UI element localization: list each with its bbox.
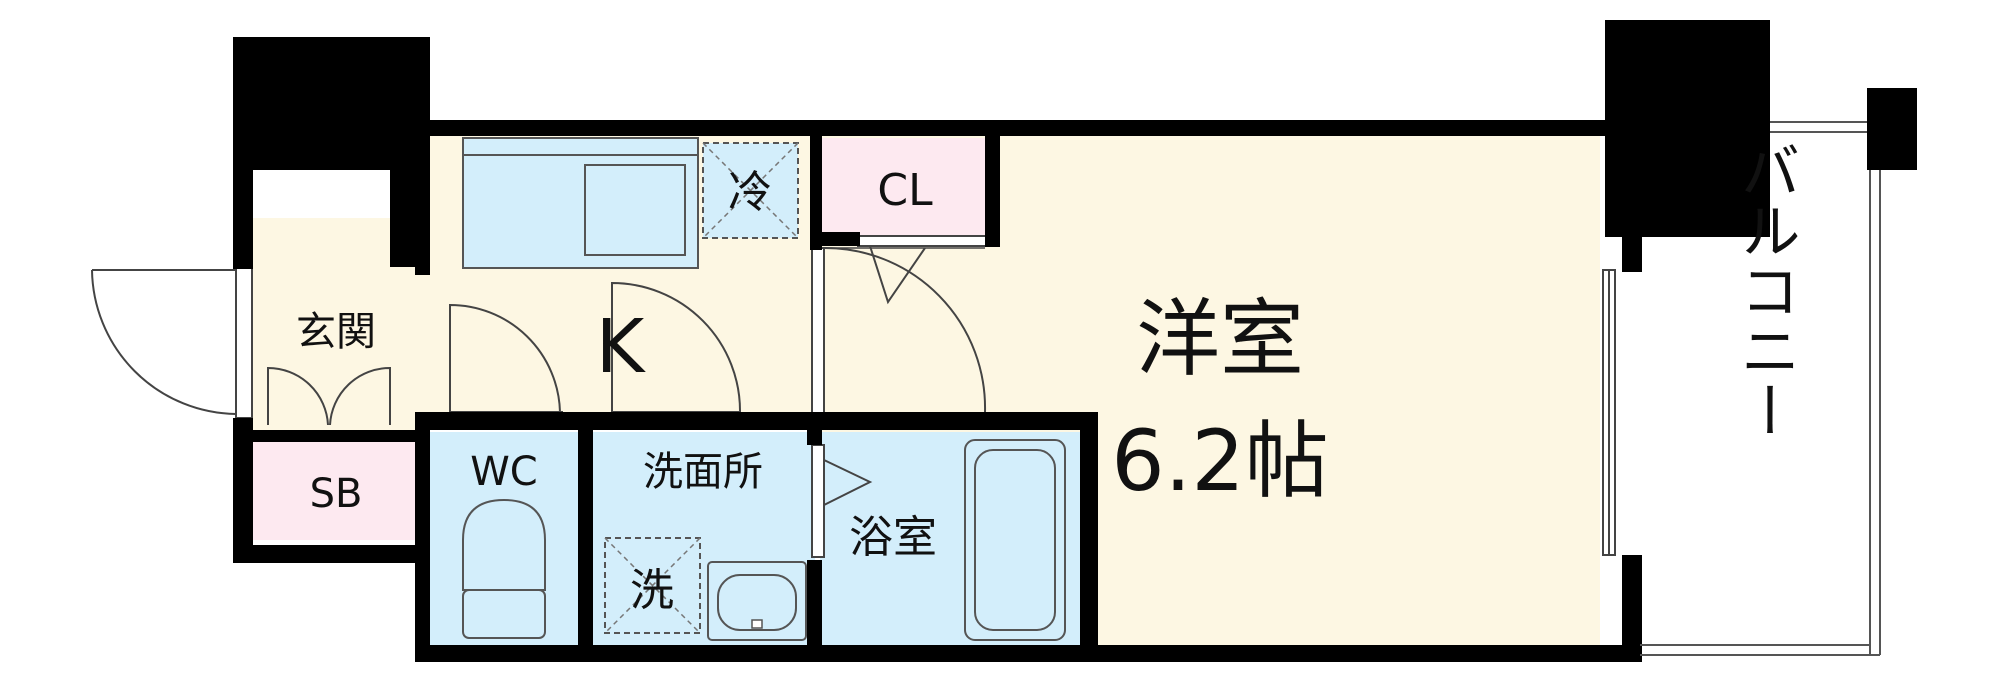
washing-machine-label: 洗 (630, 565, 674, 616)
entrance-door-jamb (235, 267, 253, 419)
closet-label: CL (877, 165, 933, 216)
western-room-size-label: 6.2帖 (1111, 412, 1329, 510)
washroom-door-swing (611, 281, 742, 413)
toilet-door-swing (449, 303, 561, 413)
balcony-rail (1640, 121, 1881, 656)
washroom-label: 洗面所 (643, 449, 763, 495)
kitchen-label: K (596, 304, 647, 390)
closet-floor (822, 138, 987, 236)
entrance-label: 玄関 (296, 309, 376, 355)
entrance-door-swing (91, 269, 237, 415)
kitchen-sink (584, 164, 686, 256)
bathtub (964, 439, 1066, 641)
bathroom-label: 浴室 (849, 512, 937, 563)
balcony-label: バルコニー (1730, 140, 1800, 440)
shoe-box-floor (252, 440, 417, 540)
sanitary-fixtures (462, 439, 1066, 641)
kitchen-fixtures (462, 137, 799, 269)
refrigerator-label: 冷 (728, 167, 772, 218)
toilet-label: WC (470, 449, 537, 495)
western-room-label: 洋室 (1136, 290, 1304, 388)
walls (233, 20, 1917, 662)
room-door-swing (823, 246, 987, 413)
toilet-bowl (462, 498, 546, 591)
toilet-tank (462, 589, 546, 639)
shoe-box-label: SB (310, 471, 363, 517)
